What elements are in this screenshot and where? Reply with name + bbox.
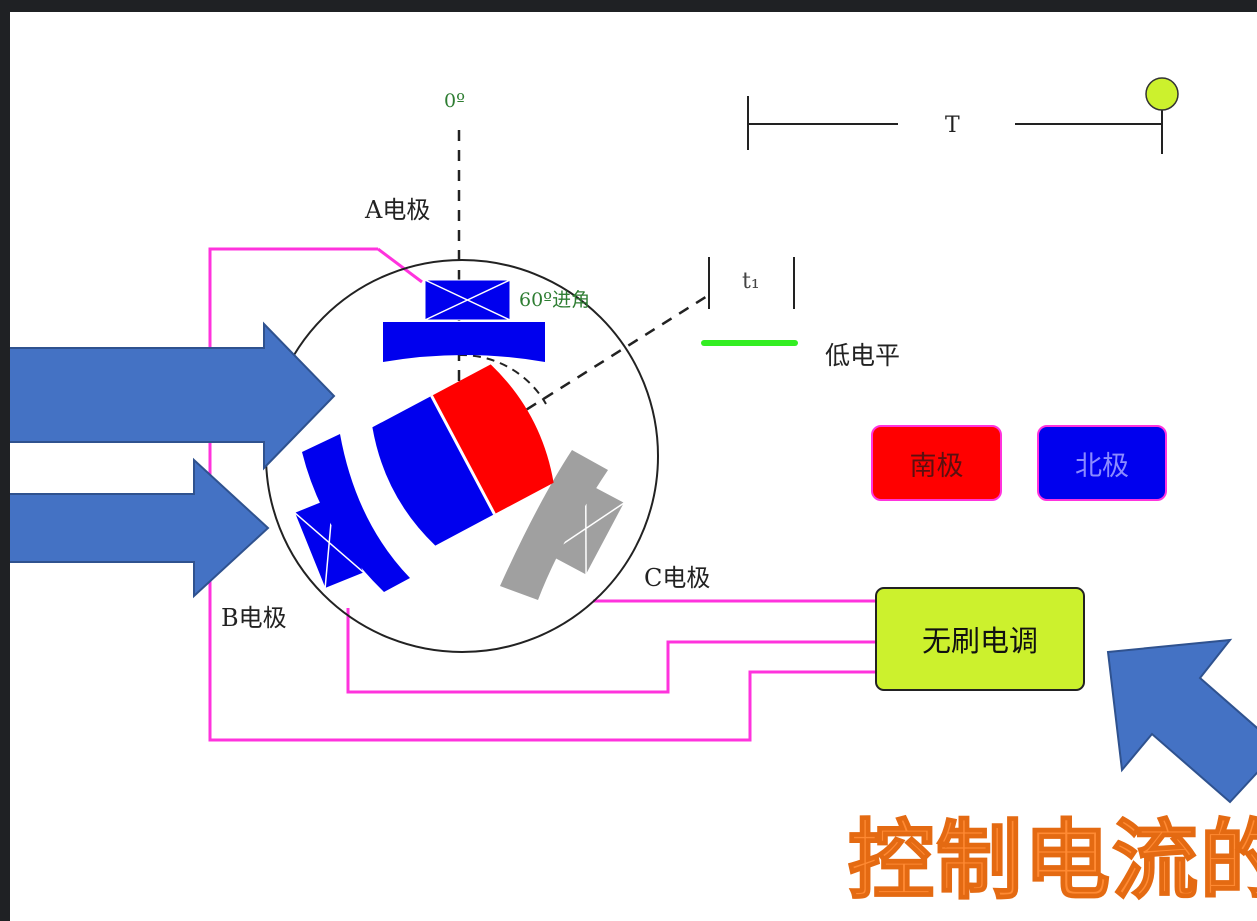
caption-text: 控制电流的 <box>847 810 1257 912</box>
arrow-to-controller <box>1106 638 1257 804</box>
pole-shoe-b <box>302 434 410 592</box>
arrow-left-lower <box>10 457 270 599</box>
coil-b <box>293 496 365 590</box>
motor-diagram-graphics <box>10 77 1257 804</box>
wire-a-to-coil <box>377 247 423 284</box>
electrode-c-label: C电极 <box>644 564 711 592</box>
diagram-canvas: 0º A电极 60º进角 B电极 C电极 T t₁ 低电平 南极 北极 无刷电调… <box>10 12 1257 921</box>
pole-shoe-c <box>500 450 608 600</box>
period-label: T <box>945 113 960 138</box>
zero-angle-label: 0º <box>444 90 466 112</box>
coil-a-cross <box>424 279 511 321</box>
brushless-esc-box: 无刷电调 <box>875 587 1085 691</box>
pulse-width-label: t₁ <box>742 269 760 294</box>
low-level-label: 低电平 <box>825 341 901 370</box>
advance-angle-label: 60º进角 <box>519 289 591 311</box>
arrow-left-upper <box>10 321 336 471</box>
legend-north-pole: 北极 <box>1037 425 1167 501</box>
wire-b <box>346 608 875 694</box>
legend-south-pole: 南极 <box>871 425 1002 501</box>
electrode-b-label: B电极 <box>221 604 287 632</box>
wire-a <box>208 247 875 742</box>
period-end-marker <box>1145 77 1179 111</box>
electrode-a-label: A电极 <box>365 196 431 224</box>
rotor-magnet <box>372 364 554 546</box>
coil-a-outline <box>424 279 511 321</box>
pole-shoe-a <box>383 322 545 362</box>
